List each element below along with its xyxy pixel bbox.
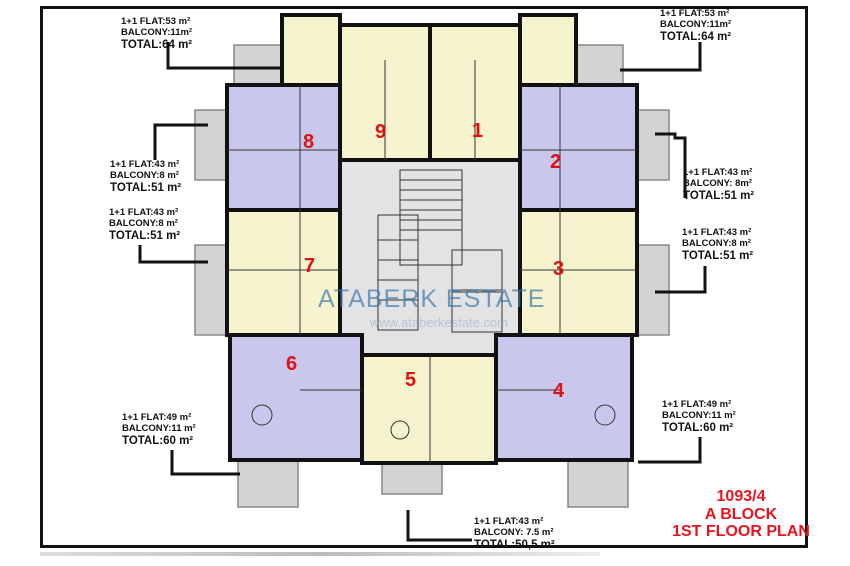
unit-9-saloon [280,13,342,87]
block-name: A BLOCK [704,505,778,523]
watermark-url: www.ataberkestate.com [370,315,509,330]
unit-8 [225,83,342,212]
floor-name: 1ST FLOOR PLAN [672,523,810,541]
unit-4 [494,333,634,462]
unit-3 [518,208,639,337]
balcony [636,244,670,336]
leader-lines [138,42,707,542]
balcony [237,454,299,508]
plan-frame [40,6,808,548]
balcony [636,109,670,181]
unit-5 [360,353,498,465]
watermark: ATABERK ESTATE [318,285,546,313]
unit-number-4: 4 [553,380,565,402]
balcony [381,461,443,495]
unit-number-5: 5 [405,369,417,391]
balcony [233,44,283,88]
unit-number-1: 1 [472,120,484,142]
unit-number-2: 2 [550,151,562,173]
frame-shadow [40,552,600,556]
plan-number: 1093/4 [716,488,766,505]
unit-number-8: 8 [303,131,315,153]
unit-number-9: 9 [375,121,387,143]
unit-1-saloon [518,13,578,87]
balcony [194,244,228,336]
unit-7 [225,208,342,337]
unit-2 [518,83,639,212]
unit-number-3: 3 [553,258,565,280]
unit-number-7: 7 [304,255,316,277]
balcony [567,454,629,508]
plan-title: 1093/4 A BLOCK 1ST FLOOR PLAN [666,488,816,541]
balcony [194,109,228,181]
unit-number-6: 6 [286,353,298,375]
balcony [574,44,624,88]
